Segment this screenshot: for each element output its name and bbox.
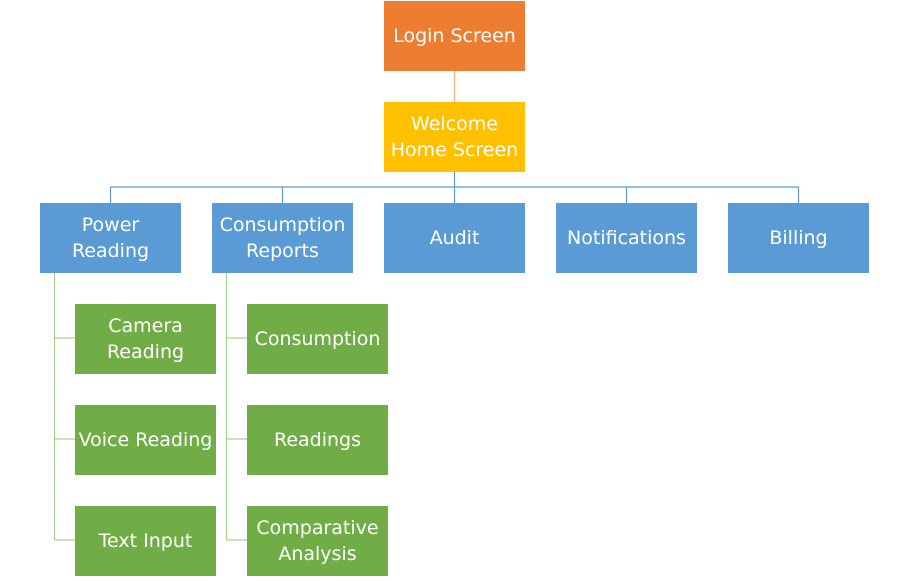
node-camera-reading[interactable]: Camera Reading (75, 304, 216, 374)
node-label: Camera Reading (106, 315, 185, 363)
node-label: Audit (429, 227, 480, 249)
node-power-reading[interactable]: Power Reading (40, 203, 181, 273)
node-consumption[interactable]: Consumption (247, 304, 388, 374)
node-label: Readings (273, 429, 362, 451)
node-text-input[interactable]: Text Input (75, 506, 216, 576)
node-label: Voice Reading (78, 429, 213, 451)
node-label: Billing (769, 227, 828, 249)
node-readings[interactable]: Readings (247, 405, 388, 475)
node-billing[interactable]: Billing (728, 203, 869, 273)
node-label: Welcome Home Screen (390, 113, 519, 161)
node-welcome-home-screen[interactable]: Welcome Home Screen (384, 102, 525, 172)
node-label: Consumption (254, 328, 381, 350)
node-label: Notifications (567, 227, 686, 249)
node-voice-reading[interactable]: Voice Reading (75, 405, 216, 475)
node-audit[interactable]: Audit (384, 203, 525, 273)
node-label: Login Screen (393, 25, 516, 47)
node-consumption-reports[interactable]: Consumption Reports (212, 203, 353, 273)
node-label: Comparative Analysis (256, 517, 379, 565)
node-login-screen[interactable]: Login Screen (384, 1, 525, 71)
node-label: Text Input (98, 530, 193, 552)
node-label: Consumption Reports (219, 214, 346, 262)
node-label: Power Reading (71, 214, 150, 262)
node-notifications[interactable]: Notifications (556, 203, 697, 273)
node-comparative-analysis[interactable]: Comparative Analysis (247, 506, 388, 576)
